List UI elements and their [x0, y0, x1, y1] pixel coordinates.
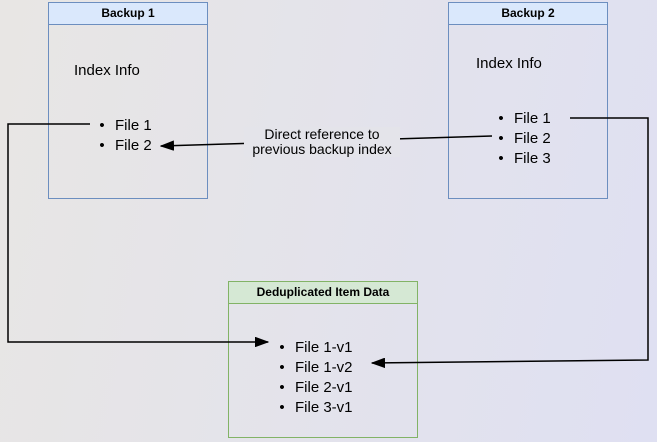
- backup2-box[interactable]: Backup 2 Index Info • File 1 • File 2 • …: [448, 2, 608, 199]
- bullet-icon: •: [99, 136, 105, 154]
- bullet-icon: •: [498, 129, 504, 147]
- file-item-label: File 1: [514, 109, 551, 127]
- backup2-title: Backup 2: [449, 3, 607, 25]
- list-item: • File 2-v1: [275, 377, 353, 397]
- backup2-index-info-label: Index Info: [476, 55, 542, 72]
- list-item: • File 1: [494, 108, 551, 128]
- file-item-label: File 2: [514, 129, 551, 147]
- file-item-label: File 1-v1: [295, 338, 353, 356]
- direct-reference-label-line2: previous backup index: [252, 141, 392, 157]
- file-item-label: File 3-v1: [295, 398, 353, 416]
- bullet-icon: •: [279, 378, 285, 396]
- deduplicated-item-data-box[interactable]: Deduplicated Item Data • File 1-v1 • Fil…: [228, 281, 418, 438]
- file-item-label: File 1-v2: [295, 358, 353, 376]
- dedup-file-list: • File 1-v1 • File 1-v2 • File 2-v1 • Fi…: [275, 337, 353, 417]
- file-item-label: File 3: [514, 149, 551, 167]
- backup1-box[interactable]: Backup 1 Index Info • File 1 • File 2: [48, 2, 208, 199]
- direct-reference-label-line1: Direct reference to: [264, 126, 380, 142]
- list-item: • File 3-v1: [275, 397, 353, 417]
- file-item-label: File 2-v1: [295, 378, 353, 396]
- list-item: • File 2: [95, 135, 152, 155]
- list-item: • File 1: [95, 115, 152, 135]
- bullet-icon: •: [279, 338, 285, 356]
- bullet-icon: •: [498, 149, 504, 167]
- bullet-icon: •: [279, 358, 285, 376]
- backup1-file-list: • File 1 • File 2: [95, 115, 152, 155]
- connector-backup1-file1-to-dedup[interactable]: [7, 123, 268, 342]
- list-item: • File 1-v2: [275, 357, 353, 377]
- bullet-icon: •: [498, 109, 504, 127]
- file-item-label: File 1: [115, 116, 152, 134]
- direct-reference-label: Direct reference to previous backup inde…: [244, 127, 400, 157]
- bullet-icon: •: [99, 116, 105, 134]
- backup1-index-info-label: Index Info: [74, 62, 140, 79]
- backup2-file-list: • File 1 • File 2 • File 3: [494, 108, 551, 168]
- dedup-title: Deduplicated Item Data: [229, 282, 417, 304]
- backup1-title: Backup 1: [49, 3, 207, 25]
- list-item: • File 2: [494, 128, 551, 148]
- bullet-icon: •: [279, 398, 285, 416]
- list-item: • File 3: [494, 148, 551, 168]
- file-item-label: File 2: [115, 136, 152, 154]
- connector-backup2-file1-to-dedup[interactable]: [372, 117, 649, 363]
- list-item: • File 1-v1: [275, 337, 353, 357]
